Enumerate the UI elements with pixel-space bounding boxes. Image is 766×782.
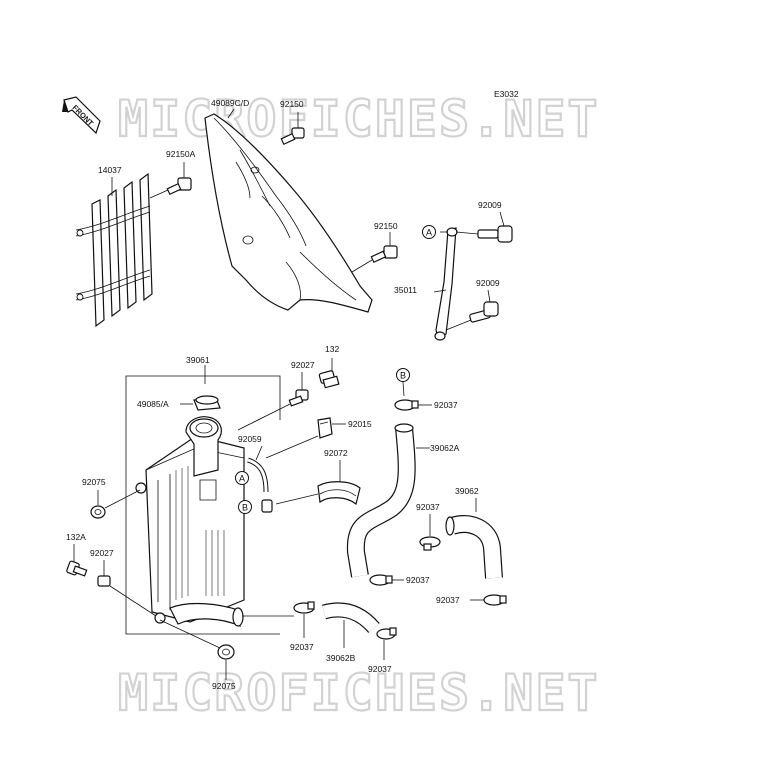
- hose-clamp-b2-icon: [376, 627, 397, 660]
- label-92009-b: 92009: [476, 278, 500, 288]
- hose-39062b-part: [322, 602, 380, 648]
- label-92037-right: 92037: [436, 595, 460, 605]
- radiator-cap-part: [180, 395, 221, 411]
- grommet-bottom-icon: [159, 619, 235, 680]
- label-92075-bottom: 92075: [212, 681, 236, 691]
- hose-clamp-b-icon: [394, 399, 432, 411]
- label-92150a: 92150A: [166, 149, 196, 159]
- label-14037: 14037: [98, 165, 122, 175]
- radiator-shroud-part: [204, 113, 373, 313]
- radiator-part: [135, 416, 245, 627]
- hose-clamp-right-icon: [470, 594, 507, 606]
- svg-text:B: B: [242, 503, 248, 513]
- bolt-92150a-icon: [149, 162, 192, 199]
- label-92150-top: 92150: [280, 99, 304, 109]
- svg-text:B: B: [400, 371, 406, 381]
- bolt-132a-icon: [66, 544, 88, 577]
- label-92059: 92059: [238, 434, 262, 444]
- callout-a-radiator: A: [235, 471, 249, 485]
- label-92072: 92072: [324, 448, 348, 458]
- label-49085: 49085/A: [137, 399, 169, 409]
- label-92027-top: 92027: [291, 360, 315, 370]
- label-92015: 92015: [348, 419, 372, 429]
- bolt-132-icon: [318, 358, 340, 389]
- label-92009-a: 92009: [478, 200, 502, 210]
- clip-b-part: [261, 499, 273, 513]
- svg-text:A: A: [239, 474, 245, 484]
- bracket-35011-part: [433, 227, 479, 341]
- callout-b-radiator: B: [238, 500, 252, 514]
- label-92037-mid: 92037: [416, 502, 440, 512]
- label-39062a: 39062A: [430, 443, 460, 453]
- label-92037-b2: 92037: [368, 664, 392, 674]
- hose-clamp-low-icon: [369, 574, 404, 586]
- overflow-tube-part: [247, 445, 269, 493]
- label-92075-left: 92075: [82, 477, 106, 487]
- label-49089: 49089C/D: [211, 98, 249, 108]
- hose-39062a-part: [346, 423, 430, 578]
- label-92037-low: 92037: [406, 575, 430, 585]
- svg-text:A: A: [426, 228, 432, 238]
- label-39062b: 39062B: [326, 653, 356, 663]
- callout-b-top: B: [396, 368, 410, 397]
- hose-clamp-bottom-icon: [242, 601, 315, 638]
- hose-clamp-mid-icon: [419, 514, 441, 551]
- bolt-92027-left-icon: [97, 560, 157, 617]
- bolt-92009-b-icon: [469, 289, 499, 323]
- hose-39062-part: [445, 498, 503, 579]
- label-35011: 35011: [394, 285, 417, 295]
- bolt-92009-a-icon: [477, 211, 513, 243]
- clip-92015-part: [265, 417, 346, 459]
- bolt-92150-mid-icon: [351, 232, 398, 273]
- band-92072-part: [275, 460, 361, 506]
- watermark-top: MICROFICHES.NET: [118, 90, 600, 148]
- label-39062: 39062: [455, 486, 479, 496]
- callout-a-top: A: [422, 225, 436, 239]
- label-132a: 132A: [66, 532, 86, 542]
- label-39061: 39061: [186, 355, 210, 365]
- label-92027-left: 92027: [90, 548, 114, 558]
- label-92037-b: 92037: [434, 400, 458, 410]
- label-92150-mid: 92150: [374, 221, 398, 231]
- bolt-92027-top-icon: [237, 372, 309, 431]
- radiator-grille-part: [75, 172, 153, 328]
- watermark-bottom: MICROFICHES.NET: [118, 664, 600, 722]
- front-arrow-icon: FRONT: [62, 96, 101, 135]
- grommet-left-icon: [90, 489, 141, 519]
- label-92037-bottom: 92037: [290, 642, 314, 652]
- radiator-assembly-box: [125, 365, 281, 635]
- diagram-code: E3032: [494, 89, 519, 99]
- bolt-92150-top-icon: [280, 112, 305, 146]
- label-132: 132: [325, 344, 339, 354]
